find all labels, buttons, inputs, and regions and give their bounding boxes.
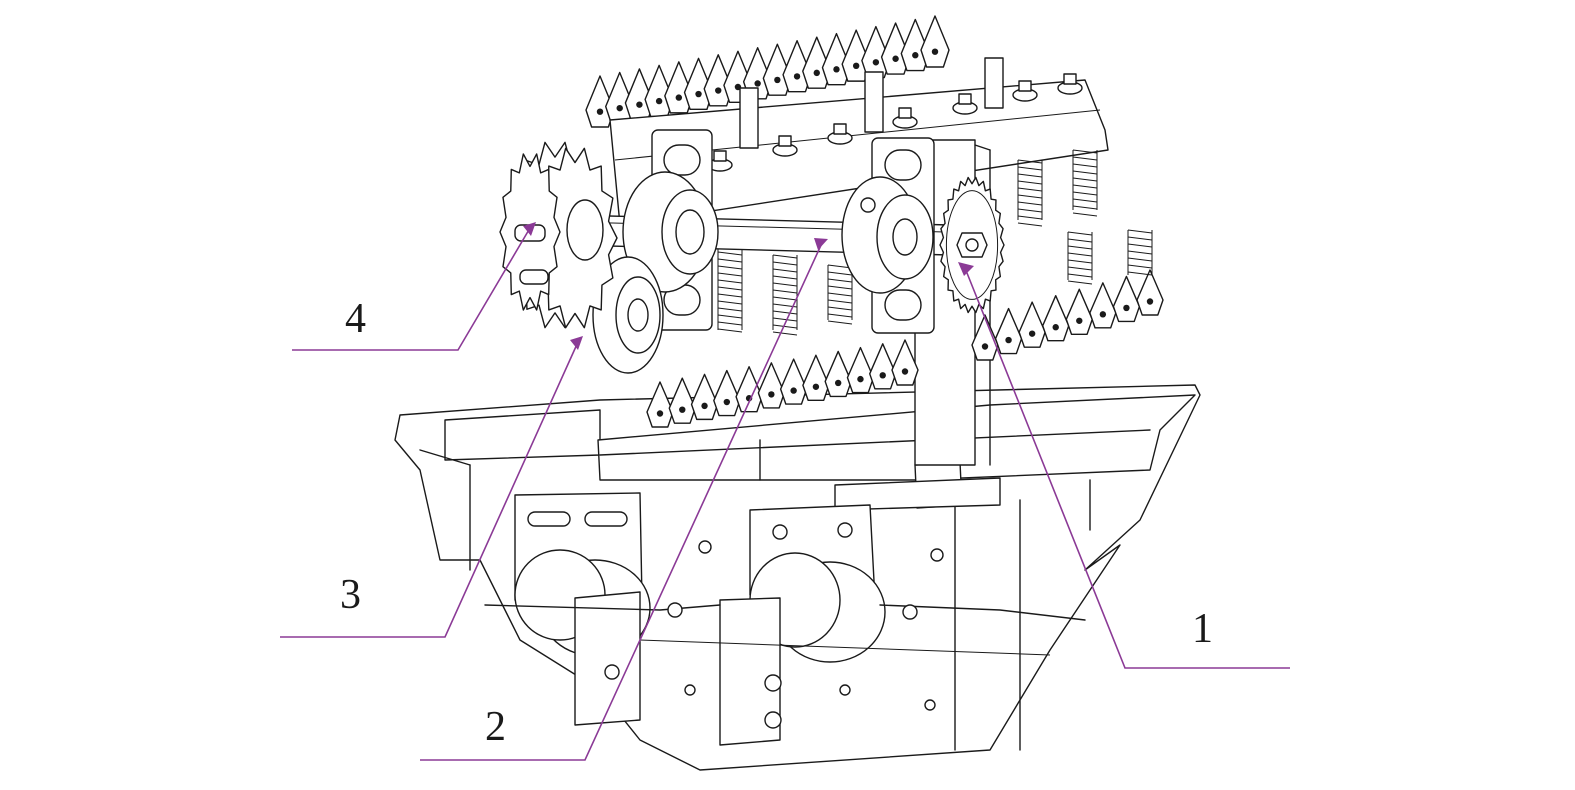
upper-bolt-row [707,73,1083,172]
leader-arrow-4 [523,222,536,236]
right-blade-row [971,269,1164,361]
upper-blade-row [585,15,950,128]
blade-tooth [802,354,830,401]
blade-tooth [646,381,674,428]
blade-tooth [1112,275,1141,323]
blade-tooth [1018,301,1046,348]
lower-blade-row [646,339,919,428]
blade-tooth [1042,295,1070,342]
compression-spring [1067,231,1093,285]
left-bearing-block [622,129,719,331]
comb-bolt [1057,73,1083,95]
leader-line-3 [280,341,579,638]
blade-tooth [920,15,950,68]
blade-tooth [1089,282,1117,329]
compression-spring [772,254,798,336]
callout-label-1: 1 [1192,606,1213,652]
right-bearing-block [841,137,935,334]
right-mount-plate [684,504,944,746]
blade-tooth [713,369,741,417]
comb-bolt [1012,80,1038,102]
comb-bolt [707,150,733,172]
upper-comb-plate [609,57,1109,226]
blade-tooth [735,366,763,413]
spring-set [717,149,1153,336]
left-cutter-disc-stack [499,141,618,329]
compression-spring [1127,229,1153,276]
blade-tooth [690,373,719,421]
callout-labels: 4 3 2 1 [340,296,1213,750]
comb-bolt [952,93,978,115]
comb-bolt [772,135,798,157]
leader-line-1 [964,267,1290,669]
blade-tooth [824,350,852,398]
blade-tooth [846,346,875,394]
drive-sprocket [939,176,1005,314]
leader-arrow-1 [958,262,974,276]
callout-label-3: 3 [340,572,361,618]
callout-label-4: 4 [345,296,366,342]
leader-arrow-2 [814,238,828,250]
compression-spring [717,244,743,333]
blade-tooth [971,314,999,361]
blade-tooth [869,343,897,390]
lower-bearing [592,256,664,374]
callout-leaders [280,222,1290,761]
blade-tooth [1065,288,1093,335]
compression-spring [1017,159,1043,227]
blade-tooth [668,377,696,424]
blade-tooth [994,307,1023,355]
leader-line-4 [292,227,531,351]
blade-tooth [891,339,919,386]
lower-guide-rail [484,602,1086,656]
blade-tooth [779,358,808,405]
leader-line-2 [420,242,823,761]
compression-spring [827,264,853,325]
compression-spring [1072,149,1098,217]
blade-tooth [757,362,786,409]
comb-bolt [892,107,918,129]
leader-arrow-3 [570,336,583,350]
callout-label-2: 2 [485,704,506,750]
blade-tooth [1136,269,1164,316]
comb-bolt [827,123,853,145]
